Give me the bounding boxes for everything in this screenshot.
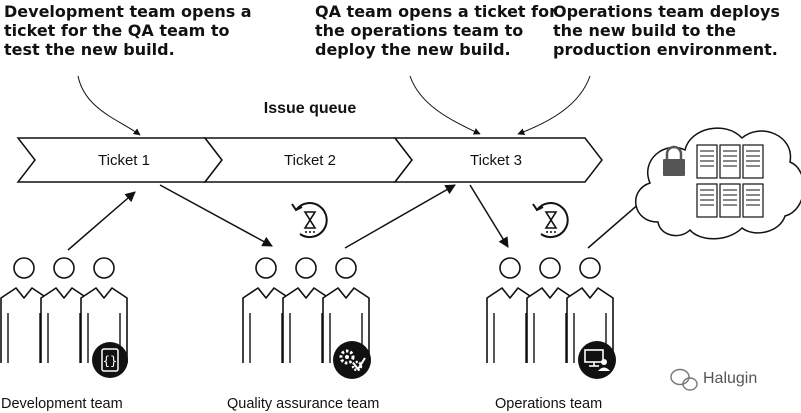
operations-team-label: Operations team [495, 396, 602, 412]
person-icon [0, 257, 48, 364]
monitor-user-icon [578, 341, 616, 379]
watermark-text: Halugin [703, 370, 757, 387]
person-icon [486, 257, 534, 364]
development-team-group: {} [0, 257, 128, 378]
cloud-servers-icon [635, 127, 801, 240]
code-braces-icon: {} [92, 342, 128, 378]
person-icon [526, 257, 574, 364]
ticket-1-label: Ticket 1 [98, 152, 150, 169]
qa-callout-arrow [409, 75, 481, 135]
svg-text:{}: {} [103, 354, 117, 368]
person-icon [242, 257, 290, 364]
gears-check-icon [333, 341, 371, 379]
person-icon [282, 257, 330, 364]
operations-team-group [486, 257, 616, 379]
hourglass-refresh-icon [291, 202, 328, 239]
qa-annotation: QA team opens a ticket for the operation… [315, 2, 557, 59]
dev-to-ticket1-arrow [67, 191, 136, 251]
ticket-2: Ticket 2 [203, 137, 413, 183]
qa-team-label: Quality assurance team [227, 396, 379, 412]
issue-queue-title: Issue queue [264, 100, 357, 117]
ticket-3-label: Ticket 3 [470, 152, 522, 169]
qa-team-group [242, 257, 371, 379]
operations-annotation: Operations team deploys the new build to… [553, 2, 780, 59]
lock-icon [663, 145, 685, 176]
development-team-label: Development team [1, 396, 123, 412]
ticket-1: Ticket 1 [16, 137, 223, 183]
development-annotation: Development team opens a ticket for the … [4, 2, 252, 59]
hourglass-refresh-icon [532, 202, 569, 239]
ops-callout-arrow [517, 75, 591, 136]
person-icon [40, 257, 88, 364]
ticket-2-label: Ticket 2 [284, 152, 336, 169]
watermark: Halugin [670, 368, 757, 391]
qa-to-ticket3-arrow [344, 184, 456, 249]
wechat-logo-icon [670, 368, 698, 391]
ticket-3: Ticket 3 [393, 137, 603, 183]
ticket3-to-ops-arrow [469, 184, 509, 248]
ticket1-to-qa-arrow [159, 184, 273, 247]
dev-callout-arrow [77, 75, 141, 136]
